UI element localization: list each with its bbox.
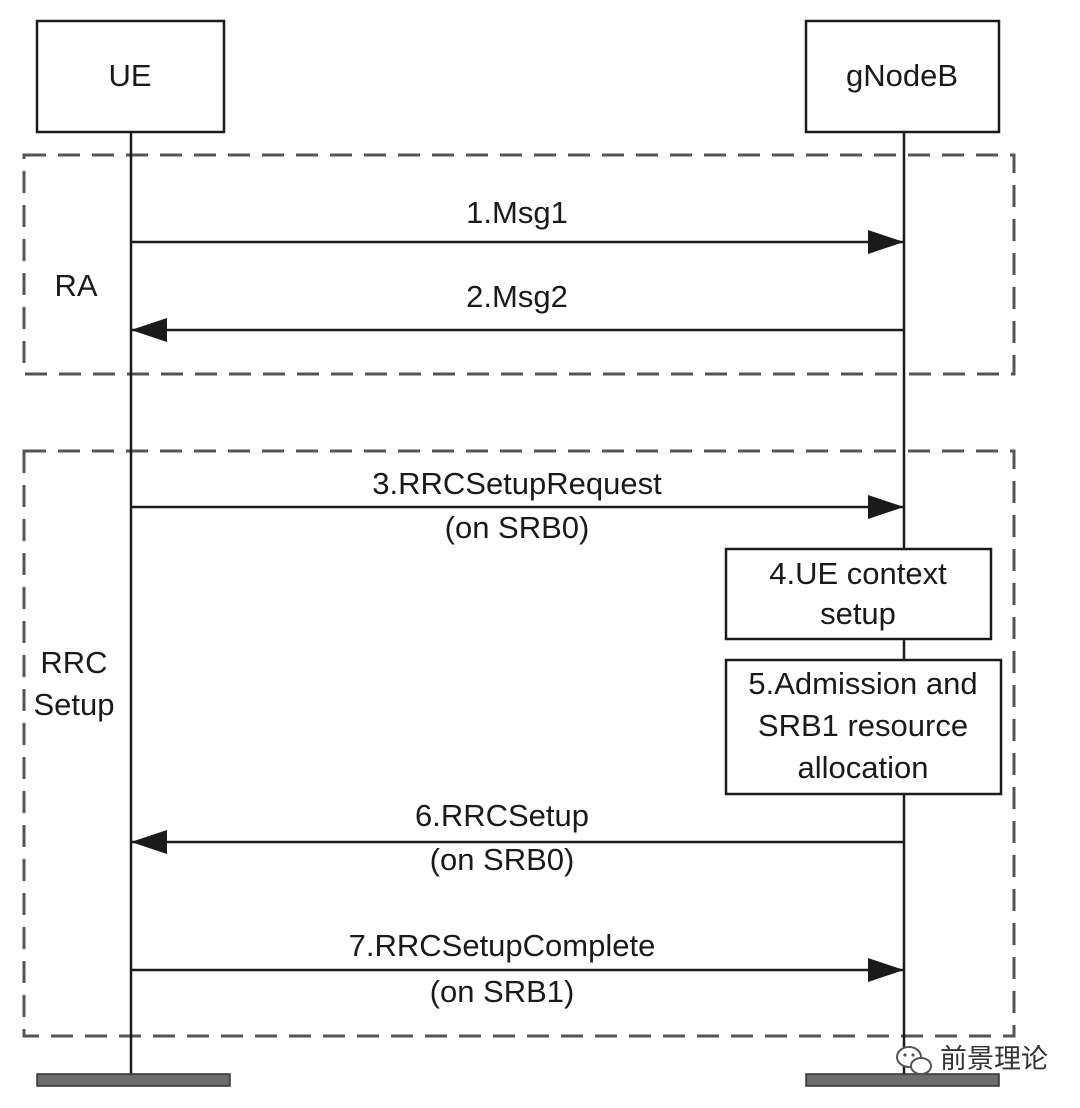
step4-box bbox=[724, 547, 993, 641]
msg6-sublabel: (on SRB0) bbox=[430, 842, 575, 877]
rrc-setup-group-label-line2: Setup bbox=[33, 687, 114, 722]
step5-label-line2: SRB1 resource bbox=[758, 708, 968, 743]
msg7-label: 7.RRCSetupComplete bbox=[349, 928, 656, 963]
step5-label-line3: allocation bbox=[798, 750, 929, 785]
gnodeb-participant-box bbox=[804, 19, 1001, 134]
msg3-label: 3.RRCSetupRequest bbox=[372, 466, 662, 501]
step4-label-line1: 4.UE context bbox=[769, 556, 947, 591]
msg6-label: 6.RRCSetup bbox=[415, 798, 589, 833]
ue-participant-box bbox=[35, 19, 226, 134]
ue-participant-label: UE bbox=[108, 58, 151, 93]
step4-label-line2: setup bbox=[820, 596, 896, 631]
rrc-setup-group-frame bbox=[22, 449, 1016, 1038]
step5-label-line1: 5.Admission and bbox=[748, 666, 977, 701]
gnodeb-participant-label: gNodeB bbox=[846, 58, 958, 93]
msg2-label: 2.Msg2 bbox=[466, 279, 568, 314]
ue-lifeline-end-bar bbox=[36, 1073, 231, 1087]
ra-group-frame bbox=[22, 153, 1016, 376]
msg1-label: 1.Msg1 bbox=[466, 195, 568, 230]
rrc-setup-group-label-line1: RRC bbox=[40, 645, 107, 680]
watermark-text: 前景理论 bbox=[940, 1044, 1048, 1075]
step5-box bbox=[724, 658, 1003, 796]
msg3-sublabel: (on SRB0) bbox=[445, 510, 590, 545]
msg7-sublabel: (on SRB1) bbox=[430, 974, 575, 1009]
gnodeb-lifeline-end-bar bbox=[805, 1073, 1000, 1087]
wechat-icon bbox=[896, 1046, 932, 1075]
ra-group-label: RA bbox=[54, 268, 97, 303]
